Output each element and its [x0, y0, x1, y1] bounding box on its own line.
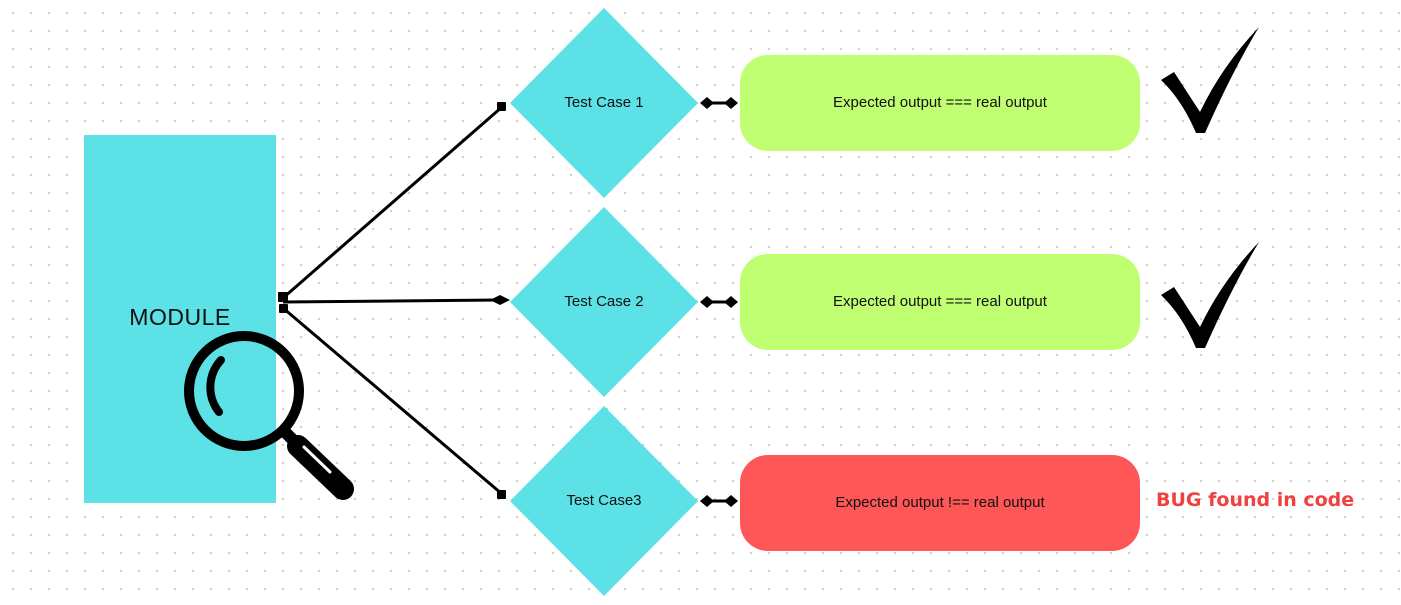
module-label: MODULE [129, 304, 231, 330]
link-diamond-marker [700, 495, 714, 507]
link-diamond-marker [724, 296, 738, 308]
output-result-text: Expected output === real output [833, 94, 1047, 111]
connector-to-test-case-2 [282, 298, 499, 304]
test-case-label: Test Case3 [566, 492, 642, 509]
connector-origin-point [278, 292, 288, 302]
connector-origin-point [279, 304, 288, 313]
output-box-pass [740, 254, 1140, 350]
checkmark-icon [1161, 242, 1259, 348]
test-case-label: Test Case 1 [564, 94, 644, 111]
connector-arrow-head [490, 295, 510, 305]
test-case-diamond [510, 8, 698, 198]
magnifier-handle-highlight [302, 445, 332, 474]
output-box-pass [740, 55, 1140, 151]
bug-found-note: BUG found in code [1156, 489, 1355, 511]
link-diamond-marker [724, 495, 738, 507]
test-case-label: Test Case 2 [564, 293, 644, 310]
magnifying-glass-icon [184, 331, 354, 500]
connector-end-point [497, 102, 506, 111]
connector-end-point [497, 490, 506, 499]
magnifier-lens [184, 331, 304, 451]
test-case-diamond [510, 406, 698, 596]
output-box-fail [740, 455, 1140, 551]
magnifier-handle [287, 435, 354, 500]
magnifier-glare [206, 356, 225, 416]
connector-to-test-case-1 [282, 105, 503, 300]
link-connectors [700, 97, 738, 507]
link-diamond-marker [700, 97, 714, 109]
link-diamond-marker [700, 296, 714, 308]
module-connectors [282, 105, 503, 496]
connector-end-points [278, 102, 510, 499]
link-diamond-marker [724, 97, 738, 109]
output-result-text: Expected output !== real output [835, 494, 1045, 511]
test-case-diamond [510, 207, 698, 397]
connector-to-test-case-3 [282, 306, 503, 496]
checkmark-icon [1161, 27, 1259, 133]
output-result-text: Expected output === real output [833, 293, 1047, 310]
